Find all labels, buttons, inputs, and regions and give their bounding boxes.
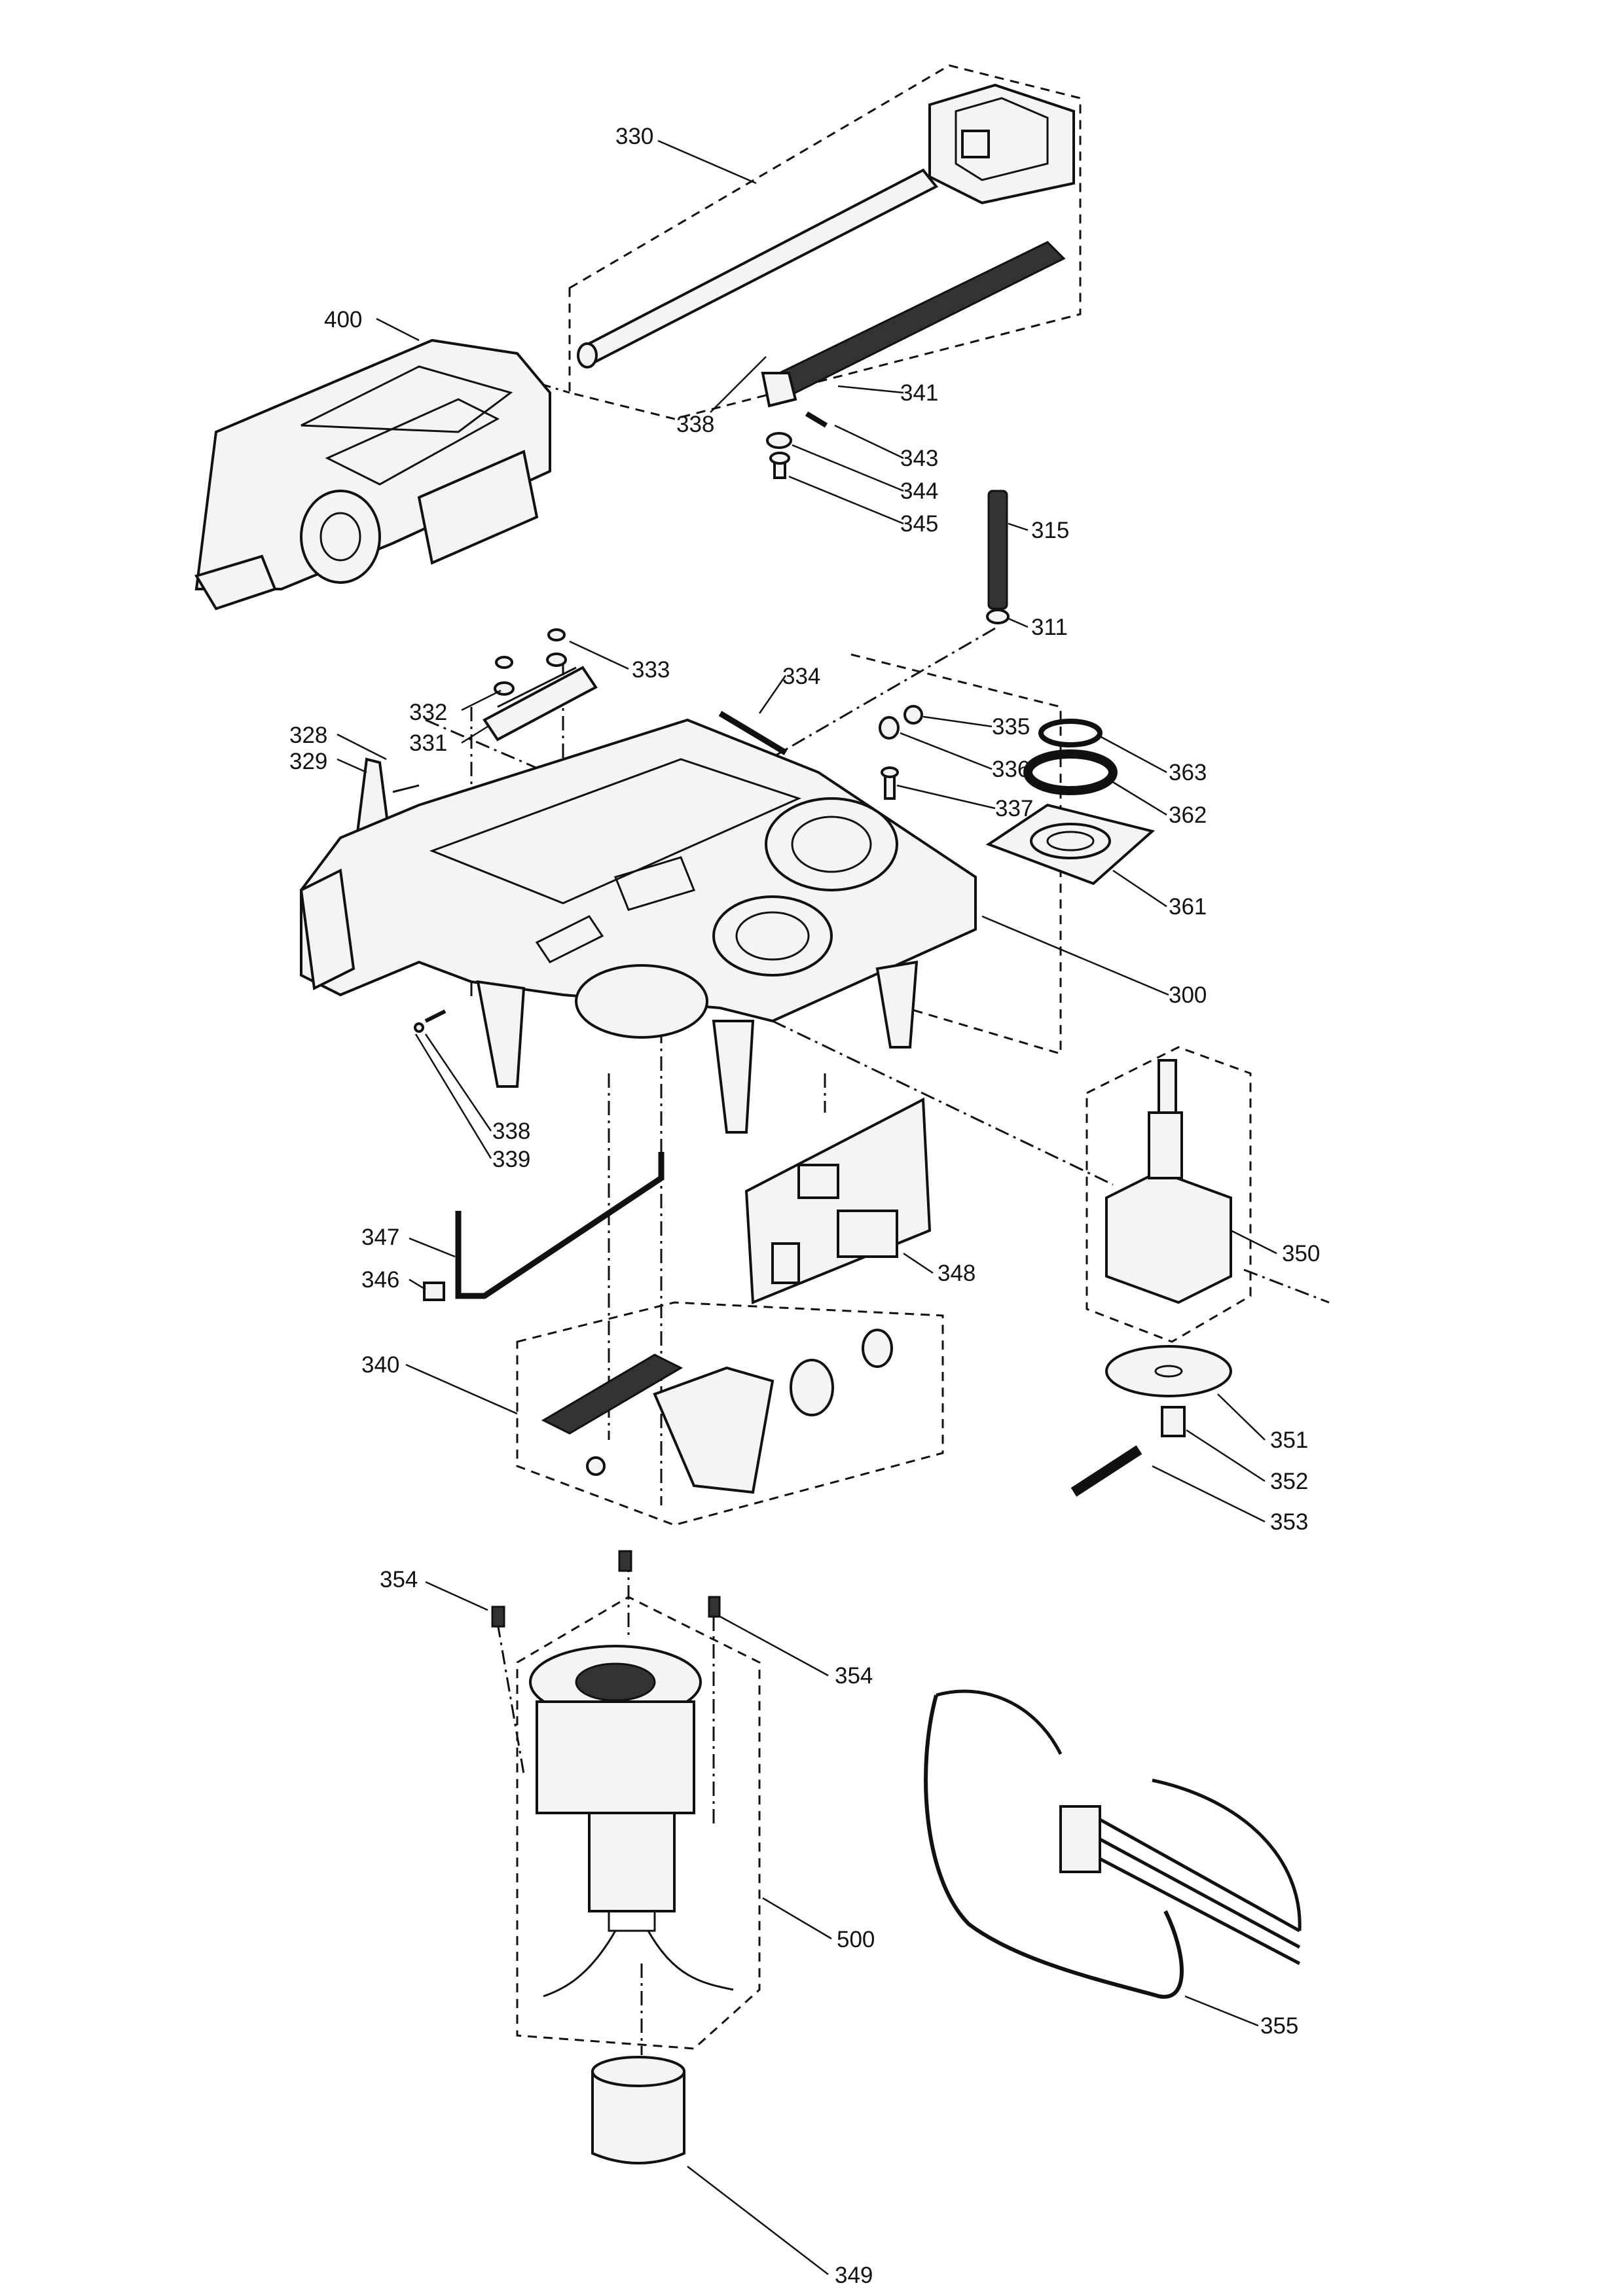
part-355-wiring-harness [924,1689,1302,1999]
part-354-screws [491,1550,721,1628]
label-346: 346 [361,1267,399,1293]
label-500: 500 [837,1927,875,1952]
part-332-screw [494,656,515,696]
label-350: 350 [1282,1241,1320,1266]
label-343: 343 [900,446,938,471]
label-334: 334 [782,664,820,689]
part-337-screw [881,766,899,800]
label-354-right: 354 [835,1663,873,1689]
label-330: 330 [615,124,653,149]
label-311: 311 [1031,615,1068,640]
label-340: 340 [361,1352,399,1378]
part-500-motor [529,1645,734,1998]
group-330-boundary [568,64,1082,420]
label-355: 355 [1260,2013,1298,2039]
part-344-washer [766,432,792,449]
part-311-nut [986,609,1010,624]
part-315-spring [987,490,1008,610]
part-351-disc [1105,1345,1232,1397]
part-334-pin [718,711,788,755]
part-338-339-pin [414,1009,447,1033]
label-339: 339 [492,1147,530,1172]
label-338-lower: 338 [492,1119,530,1144]
label-328: 328 [289,723,327,748]
label-341: 341 [900,380,938,406]
label-345: 345 [900,511,938,537]
label-335: 335 [992,714,1030,740]
group-340-boundary [516,1301,944,1526]
label-300: 300 [1169,982,1207,1008]
label-352: 352 [1270,1469,1308,1494]
label-329: 329 [289,749,327,774]
part-350-pump [1105,1059,1232,1304]
label-353: 353 [1270,1509,1308,1535]
part-362-gasket [1023,749,1118,795]
part-335-nut [903,705,923,725]
label-336: 336 [992,757,1030,782]
part-347-lever [455,1152,665,1299]
part-353-rod [1070,1445,1142,1497]
part-363-seal [1038,719,1103,747]
label-349: 349 [835,2263,873,2288]
label-331: 331 [409,730,447,756]
part-343-pin [805,411,828,428]
part-333-screw [546,628,567,667]
part-336-washer [879,716,900,740]
label-337: 337 [995,796,1033,821]
part-labels: 330 400 341 338 343 344 345 315 311 333 … [289,124,1320,2288]
part-300-frame [299,718,977,1134]
label-332: 332 [409,700,447,725]
part-340-assembly [541,1329,893,1494]
part-349-cup [591,2056,685,2164]
part-341-rack [761,241,1066,408]
label-400: 400 [324,307,362,332]
label-362: 362 [1169,802,1207,828]
label-338-upper: 338 [676,412,714,437]
label-348: 348 [938,1261,976,1286]
label-354-left: 354 [380,1567,418,1592]
part-348-pcb [744,1097,932,1304]
label-351: 351 [1270,1427,1308,1453]
label-361: 361 [1169,894,1207,920]
part-345-screw [769,452,790,479]
leader-lines [337,139,1277,2275]
label-347: 347 [361,1225,399,1250]
label-333: 333 [632,657,670,683]
part-330-spindle [577,83,1075,368]
part-400-brew-unit [194,338,551,611]
part-361-flange [985,803,1156,886]
group-350-boundary [1085,1046,1252,1343]
part-331-bracket [483,666,598,742]
part-346-clip [423,1282,445,1301]
label-315: 315 [1031,518,1069,543]
label-344: 344 [900,478,938,504]
part-352-connector [1161,1406,1186,1437]
label-363: 363 [1169,760,1207,785]
